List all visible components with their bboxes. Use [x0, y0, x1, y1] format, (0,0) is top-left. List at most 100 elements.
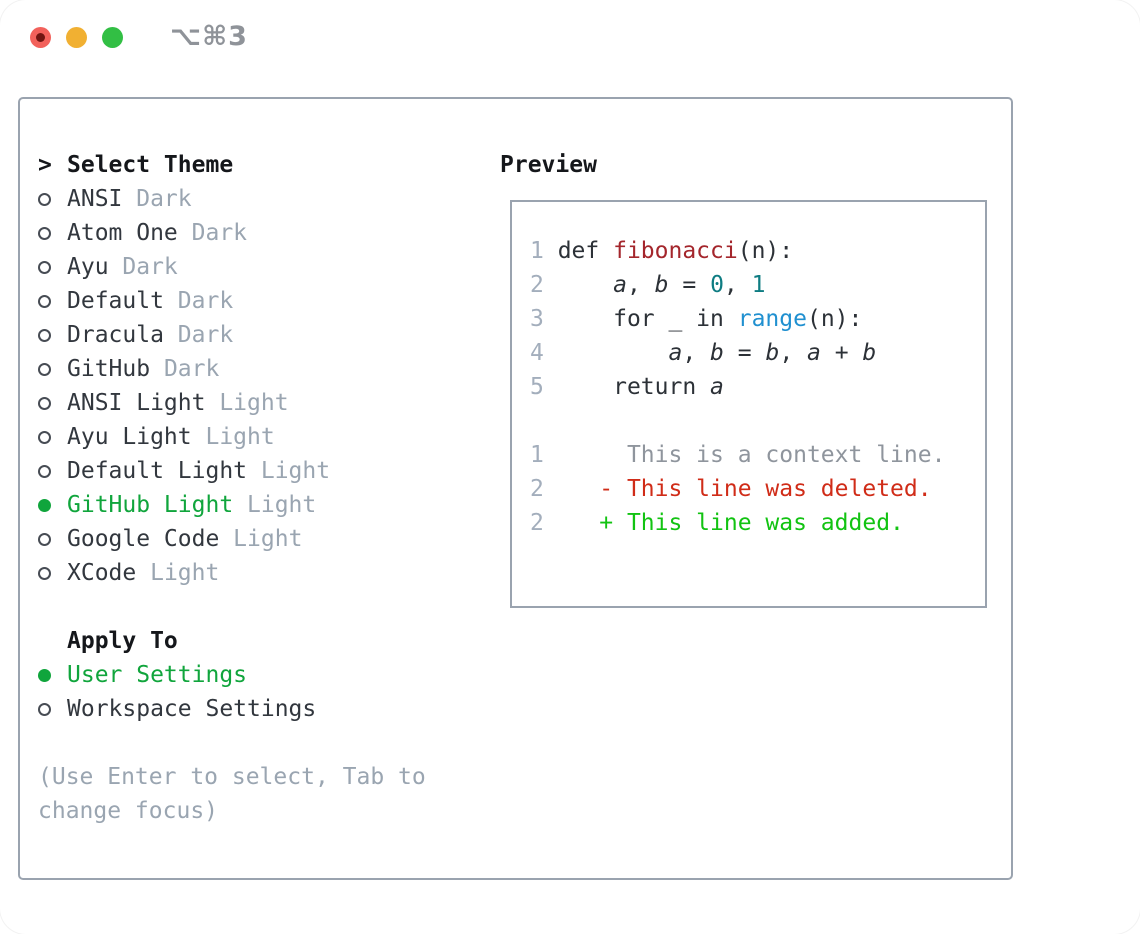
code-segment [558, 340, 669, 366]
code-segment: = [668, 272, 711, 298]
theme-option-name: ANSI Light [67, 390, 206, 416]
radio-icon [38, 566, 51, 580]
line-number: 1 [530, 442, 558, 468]
bullet-cell [38, 498, 67, 512]
line-number: 2 [530, 510, 558, 536]
code-segment: , [682, 340, 711, 366]
theme-option-variant: Light [136, 560, 220, 586]
apply-option-user-settings[interactable]: User Settings [38, 658, 426, 692]
bullet-cell [38, 294, 67, 308]
theme-option-dracula[interactable]: Dracula Dark [38, 318, 426, 352]
theme-option-variant: Light [233, 492, 317, 518]
line-number: 3 [530, 306, 558, 332]
theme-option-ayu-light[interactable]: Ayu Light Light [38, 420, 426, 454]
code-segment: a [613, 272, 627, 298]
code-segment: a [710, 374, 724, 400]
theme-option-ansi[interactable]: ANSI Dark [38, 182, 426, 216]
line-number: 4 [530, 340, 558, 366]
theme-option-xcode[interactable]: XCode Light [38, 556, 426, 590]
prompt-caret-icon: > [38, 152, 52, 178]
apply-option-workspace-settings[interactable]: Workspace Settings [38, 692, 426, 726]
code-segment: , [779, 340, 808, 366]
code-segment: a [668, 340, 683, 366]
bullet-cell [38, 396, 67, 410]
diff-text: This is a context line. [557, 442, 946, 468]
theme-option-google-code[interactable]: Google Code Light [38, 522, 426, 556]
code-line: 5 return a [530, 370, 985, 404]
radio-selected-icon [38, 668, 51, 682]
bullet-cell [38, 464, 67, 478]
theme-option-name: GitHub [67, 356, 151, 382]
diff-line-add: 2 + This line was added. [530, 506, 985, 540]
theme-option-ansi-light[interactable]: ANSI Light Light [38, 386, 426, 420]
hint-text-line2: change focus) [38, 798, 219, 824]
bullet-cell [38, 260, 67, 274]
code-segment: , [626, 272, 655, 298]
theme-option-variant: Dark [177, 220, 248, 246]
titlebar: ⌥⌘3 [30, 23, 248, 50]
theme-option-name: Google Code [67, 526, 220, 552]
theme-option-variant: Light [205, 390, 289, 416]
zoom-button[interactable] [102, 26, 123, 48]
close-button[interactable] [30, 26, 51, 48]
theme-option-ayu[interactable]: Ayu Dark [38, 250, 426, 284]
line-number: 1 [530, 238, 558, 264]
bullet-cell [38, 328, 67, 342]
code-segment: fibonacci [613, 238, 738, 264]
diff-text: - This line was deleted. [557, 476, 932, 502]
radio-icon [38, 192, 51, 206]
code-segment: a [807, 340, 821, 366]
theme-option-name: Ayu Light [67, 424, 192, 450]
diff-text: + This line was added. [557, 510, 904, 536]
theme-option-default-light[interactable]: Default Light Light [38, 454, 426, 488]
radio-icon [38, 430, 51, 444]
code-line: 3 for _ in range(n): [530, 302, 985, 336]
code-segment: = [723, 340, 766, 366]
theme-option-github-light[interactable]: GitHub Light Light [38, 488, 426, 522]
theme-option-name: Ayu [67, 254, 109, 280]
apply-to-heading: Apply To [67, 628, 178, 654]
code-segment: + [820, 340, 863, 366]
code-segment [558, 272, 613, 298]
apply-to-heading-row: Apply To [38, 624, 426, 658]
line-number: 5 [530, 374, 558, 400]
code-line: 1 def fibonacci(n): [530, 234, 985, 268]
code-segment: 1 [751, 272, 766, 298]
theme-option-name: Atom One [67, 220, 178, 246]
theme-option-github[interactable]: GitHub Dark [38, 352, 426, 386]
code-segment: 0 [710, 272, 724, 298]
theme-option-name: Default Light [67, 458, 248, 484]
radio-selected-icon [38, 498, 51, 512]
bullet-cell [38, 362, 67, 376]
bullet-cell [38, 566, 67, 580]
bullet-cell [38, 532, 67, 546]
radio-icon [38, 702, 51, 716]
minimize-button[interactable] [66, 26, 87, 48]
code-segment: (n): [806, 306, 863, 332]
radio-icon [38, 226, 51, 240]
bullet-cell [38, 702, 67, 716]
theme-option-name: XCode [67, 560, 137, 586]
theme-option-variant: Dark [163, 288, 234, 314]
theme-option-default[interactable]: Default Dark [38, 284, 426, 318]
spacer [38, 590, 426, 624]
blank-line [530, 404, 985, 438]
theme-option-atom-one[interactable]: Atom One Dark [38, 216, 426, 250]
theme-option-variant: Light [191, 424, 275, 450]
code-segment: , [723, 272, 752, 298]
theme-option-name: Dracula [67, 322, 164, 348]
diff-line-ctx: 1 This is a context line. [530, 438, 985, 472]
select-theme-heading: Select Theme [67, 152, 234, 178]
code-segment: (n): [737, 238, 794, 264]
apply-option-name: User Settings [67, 662, 248, 688]
spacer [38, 726, 426, 760]
code-line: 4 a, b = b, a + b [530, 336, 985, 370]
select-theme-heading-row: > Select Theme [38, 148, 426, 182]
code-segment: b [765, 340, 780, 366]
code-segment: def [557, 238, 614, 264]
theme-option-variant: Dark [122, 186, 192, 212]
preview-heading: Preview [500, 152, 597, 178]
